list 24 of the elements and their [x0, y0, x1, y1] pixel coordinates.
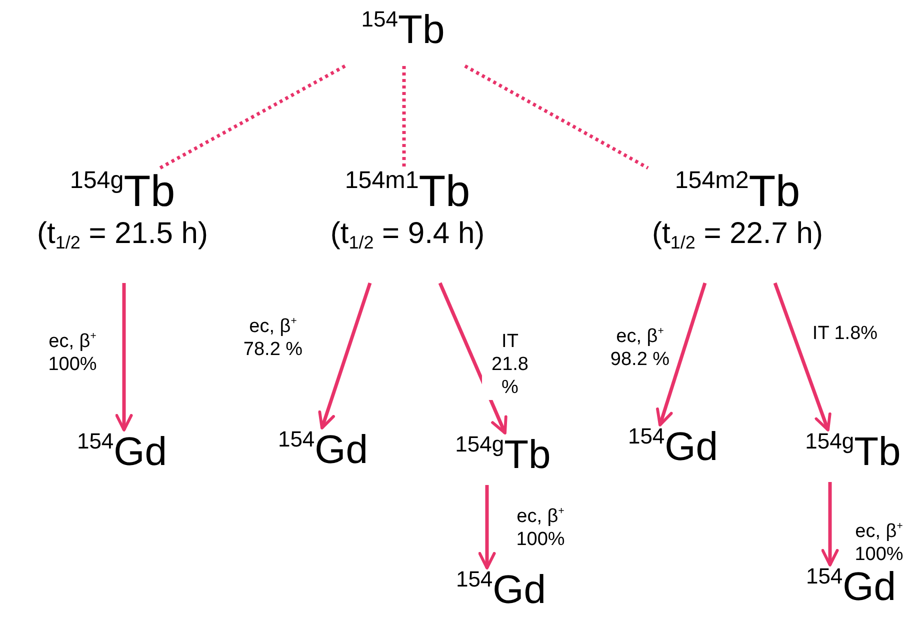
nuclide-label: $^{154}$Gd — [76, 430, 168, 474]
decay-arrow — [438, 282, 508, 434]
decay-arrow — [478, 485, 496, 570]
nuclide-label: $^{154m1}$Tb — [344, 168, 470, 216]
half-life-text: (t$_{1/2}$ = 9.4 h) — [330, 216, 485, 252]
nuclide-label: $^{154g}$Tb — [70, 168, 176, 216]
nuclide-label: $^{154g}$Tb — [805, 430, 901, 474]
nuclide-label: $^{154g}$Tb — [455, 433, 551, 477]
dotted-connector — [464, 64, 649, 170]
dotted-connector — [402, 66, 406, 168]
nuclide-label: $^{154}$Gd — [456, 568, 546, 612]
decay-arrow — [318, 282, 372, 430]
nuclide-label: $^{154}$Gd — [806, 565, 896, 609]
nuclide-label: $^{154}$Gd — [278, 428, 368, 472]
decay-arrow — [773, 282, 832, 432]
half-life-text: (t$_{1/2}$ = 21.5 h) — [37, 216, 208, 252]
nuclide-label: $^{154m2}$Tb — [674, 168, 800, 216]
decay-arrow — [115, 283, 133, 432]
decay-arrow — [821, 482, 839, 566]
nuclide-label: $^{154}$Gd — [628, 425, 718, 469]
nuclide-label: $^{154}$Tb — [361, 8, 445, 52]
half-life-text: (t$_{1/2}$ = 22.7 h) — [652, 216, 823, 252]
dotted-connector — [159, 64, 346, 170]
decay-arrow — [656, 282, 707, 426]
